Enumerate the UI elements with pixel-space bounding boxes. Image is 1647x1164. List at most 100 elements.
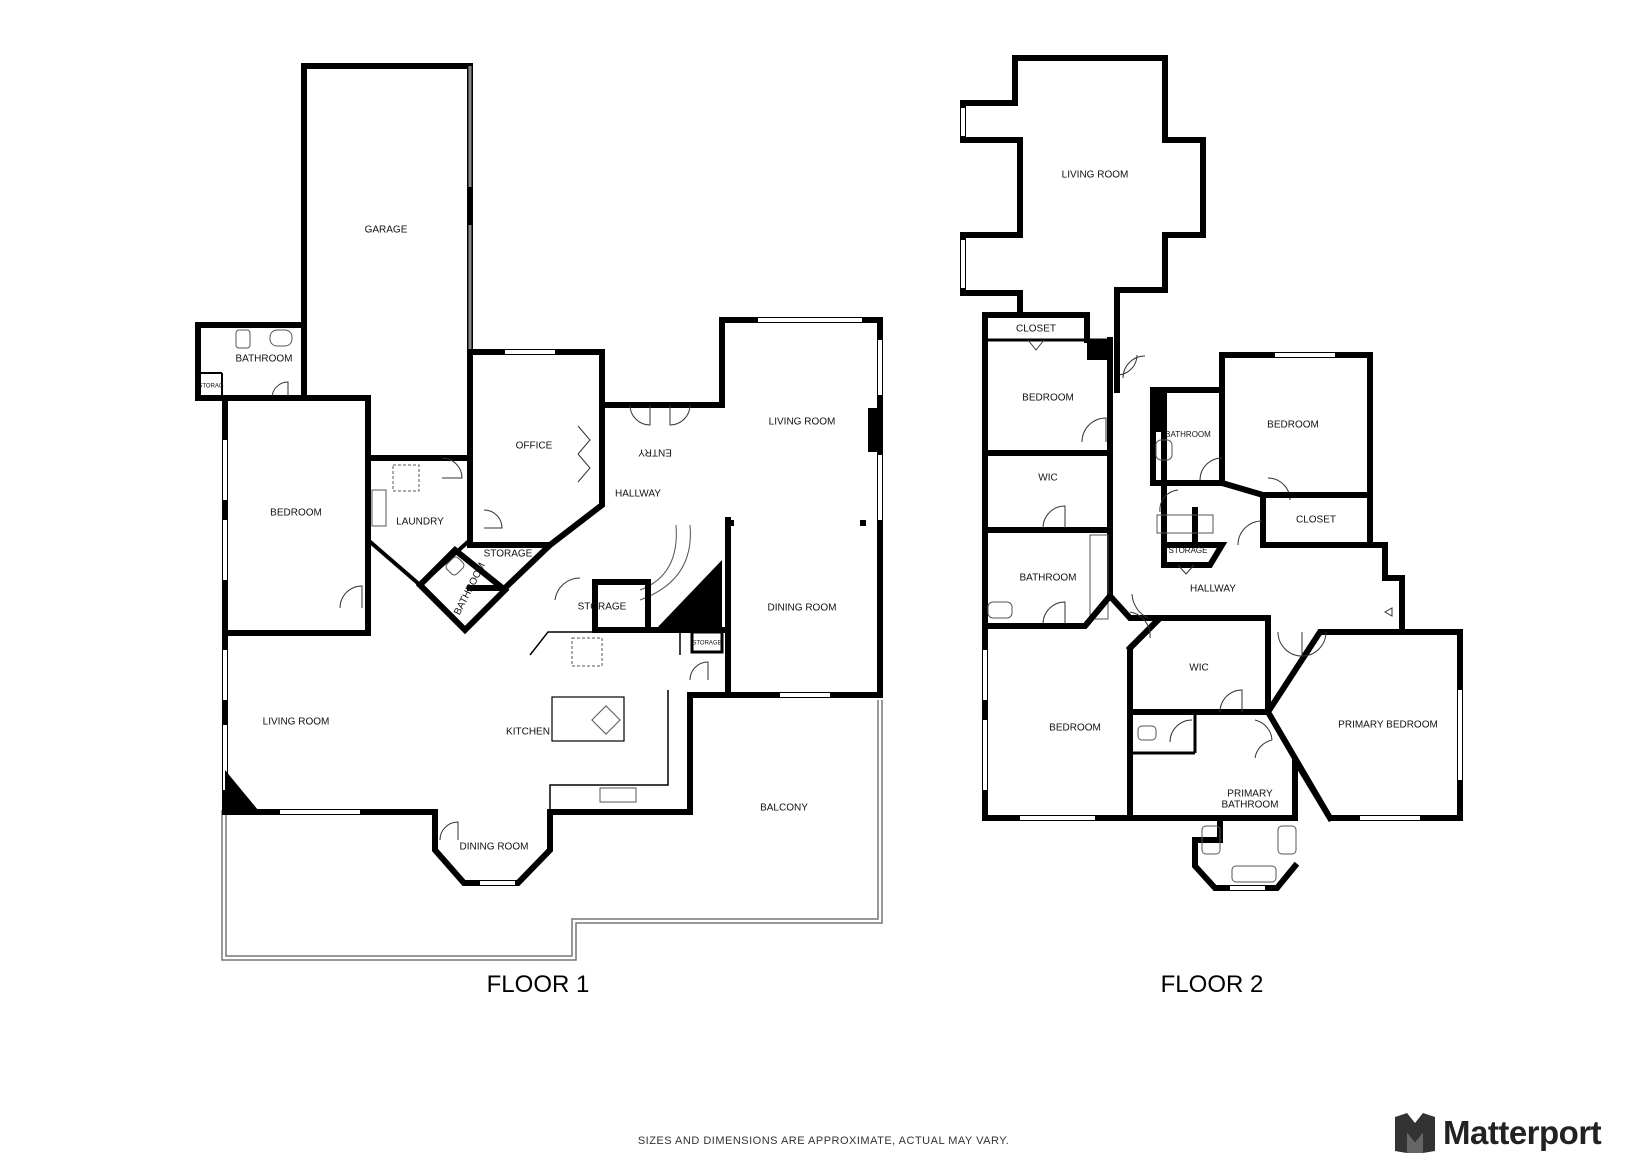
room-label-closet: CLOSET	[1296, 515, 1336, 526]
room-label-bedroom: BEDROOM	[1022, 393, 1074, 404]
sink-icon	[1277, 825, 1297, 855]
room-label-wic: WIC	[1189, 663, 1208, 674]
dryer-icon	[371, 489, 387, 527]
column-icon	[728, 520, 734, 526]
closet-door-icon	[1177, 564, 1195, 575]
room-label-dining-room: DINING ROOM	[460, 842, 529, 853]
closet-b-walls	[1260, 492, 1373, 548]
room-label-hallway: HALLWAY	[1190, 584, 1236, 595]
room-label-bedroom: BEDROOM	[270, 508, 322, 519]
toilet-icon	[235, 329, 251, 349]
room-label-balcony: BALCONY	[760, 803, 808, 814]
living-room-walls	[960, 55, 1206, 341]
room-label-living-room: LIVING ROOM	[769, 417, 836, 428]
room-label-living-room: LIVING ROOM	[263, 717, 330, 728]
entry-double-door-icon	[629, 404, 691, 426]
sink-icon	[269, 329, 293, 347]
room-label-garage: GARAGE	[365, 225, 408, 236]
door-swing-icon	[483, 509, 503, 529]
door-swing-icon	[1129, 611, 1151, 639]
room-label-storage: STORAG	[198, 384, 224, 390]
door-swing-icon	[1081, 417, 1107, 443]
room-label-dining-room: DINING ROOM	[768, 603, 837, 614]
floor-2-plan: LIVING ROOM CLOSET BEDROOM WIC BATHROOM …	[960, 55, 1463, 998]
room-label-hallway: HALLWAY	[615, 489, 661, 500]
room-label-storage: STORAGE	[578, 602, 627, 613]
room-label-storage: STORAGE	[692, 641, 721, 647]
room-label-entry: ENTRY	[638, 446, 672, 457]
office-walls	[467, 349, 605, 548]
room-label-bedroom: BEDROOM	[1049, 723, 1101, 734]
door-swing-icon	[1042, 505, 1066, 529]
column-icon	[860, 520, 866, 526]
door-swing-icon	[1122, 355, 1146, 379]
kitchen-island	[551, 696, 625, 742]
matterport-logo-icon	[1395, 1113, 1435, 1153]
floor-1-outer-walls	[222, 317, 883, 886]
double-door-icon	[1277, 631, 1327, 657]
bedroom-c-walls	[982, 591, 1168, 821]
cooktop-icon	[591, 705, 621, 735]
room-label-bathroom: BATHROOM	[1165, 430, 1211, 439]
room-label-closet: CLOSET	[1016, 324, 1056, 335]
storage-c-walls	[592, 579, 651, 633]
door-swing-icon	[1219, 689, 1243, 713]
toilet-icon	[445, 556, 465, 576]
arrow-icon	[1383, 607, 1393, 617]
toilet-icon	[1155, 439, 1173, 461]
room-label-primary-bathroom-line-1: PRIMARY	[1227, 789, 1273, 800]
room-label-office: OFFICE	[516, 441, 553, 452]
door-swing-icon	[689, 661, 709, 681]
door-swing-icon	[339, 585, 363, 609]
brand: Matterport	[1393, 1111, 1602, 1155]
bathtub-icon	[1231, 865, 1277, 883]
double-door-icon	[1254, 719, 1273, 759]
closet-door-icon	[1027, 339, 1045, 351]
balcony-deck-outline	[221, 700, 883, 961]
wic-a-walls	[982, 450, 1113, 533]
door-swing-icon	[439, 821, 459, 841]
brand-name: Matterport	[1443, 1114, 1602, 1151]
toilet-icon	[1137, 725, 1157, 741]
wall-chase-icon	[1153, 390, 1163, 432]
door-swing-icon	[554, 577, 581, 601]
room-label-living-room: LIVING ROOM	[1062, 170, 1129, 181]
door-swing-icon	[1169, 719, 1193, 743]
room-label-kitchen: KITCHEN	[506, 727, 550, 738]
room-label-bathroom: BATHROOM	[1019, 573, 1076, 584]
storage-b-walls	[467, 542, 558, 591]
sink-icon	[1201, 825, 1221, 855]
fireplace-icon	[868, 408, 880, 452]
floor-1-title: FLOOR 1	[487, 971, 590, 998]
storage-d-walls	[690, 630, 724, 654]
fireplace-icon	[225, 770, 258, 810]
room-label-bathroom: BATHROOM	[235, 354, 292, 365]
room-label-laundry: LAUNDRY	[396, 517, 444, 528]
room-label-wic: WIC	[1038, 473, 1057, 484]
door-swing-icon	[1159, 489, 1179, 513]
door-swing-icon	[1199, 457, 1223, 481]
primary-bedroom-walls	[1264, 629, 1405, 823]
bathroom-b-walls	[415, 545, 510, 635]
range-icon	[571, 637, 603, 667]
storage-walls	[1161, 542, 1228, 568]
double-vanity-icon	[1156, 514, 1214, 534]
door-swing-icon	[1237, 520, 1263, 546]
washer-icon	[392, 464, 420, 492]
kitchen-counter	[549, 690, 669, 812]
chimney-icon	[1087, 340, 1109, 360]
toilet-icon	[987, 601, 1013, 619]
laundry-walls	[365, 349, 473, 461]
room-label-storage: STORAGE	[484, 549, 533, 560]
closet-a-walls	[982, 312, 1090, 456]
staircase-icon	[655, 560, 722, 630]
room-label-bedroom: BEDROOM	[1267, 420, 1319, 431]
bathtub-icon	[1089, 534, 1109, 620]
floor-2-outer-walls	[1192, 542, 1463, 891]
floor-1-plan: GARAGE BATHROOM STORAG BEDROOM LAUNDRY O…	[195, 63, 883, 998]
door-swing-icon	[441, 457, 463, 479]
room-label-primary-bathroom-line-2: BATHROOM	[1221, 800, 1278, 811]
room-label-storage: STORAGE	[1169, 546, 1208, 555]
balcony-deck-inner	[225, 700, 879, 957]
